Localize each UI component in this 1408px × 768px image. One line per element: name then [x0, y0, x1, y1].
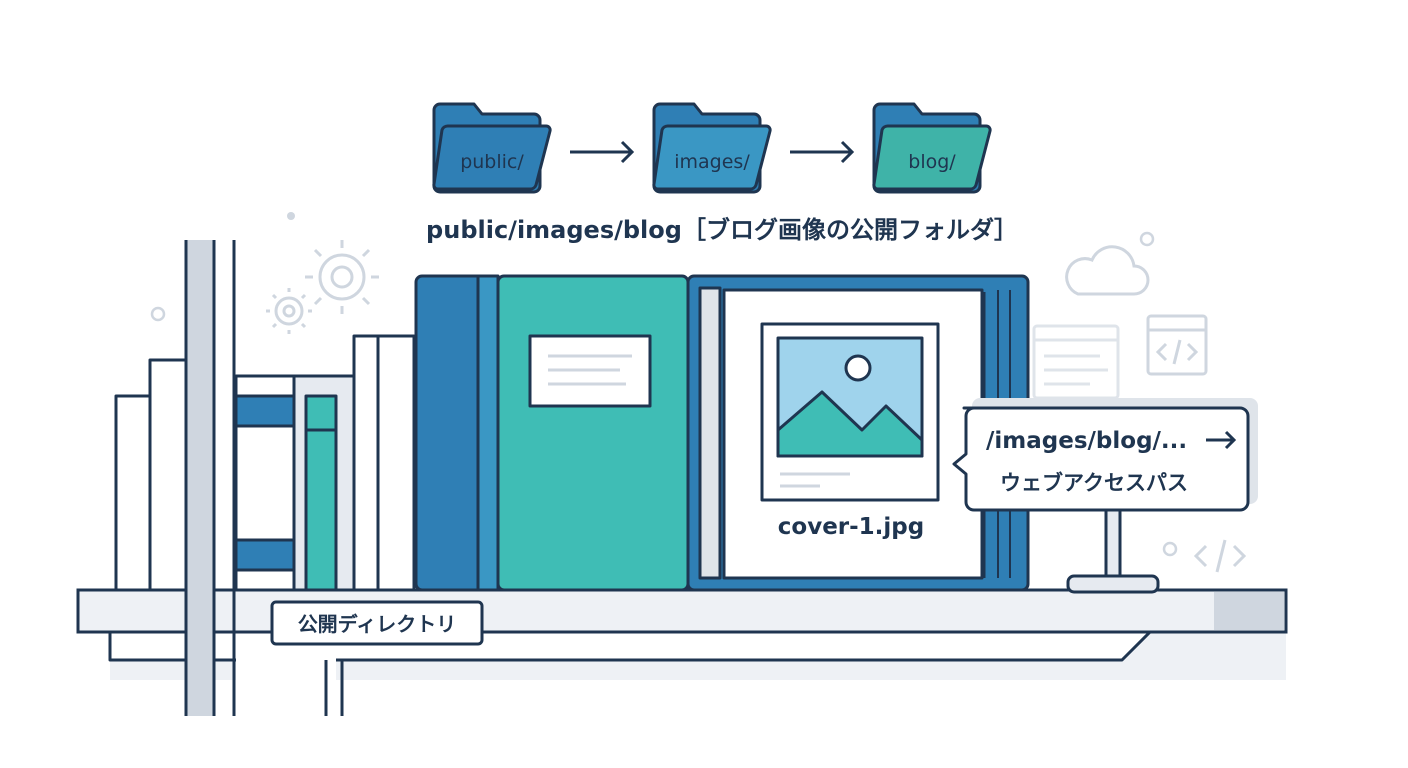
- browser-window-icon: [1032, 324, 1120, 400]
- folder-icon: blog/: [872, 102, 992, 194]
- image-filename: cover-1.jpg: [778, 514, 924, 540]
- decor-dot: [1139, 231, 1155, 247]
- gear-icon: [305, 240, 379, 314]
- path-caption: public/images/blog［ブログ画像の公開フォルダ］: [426, 216, 1018, 244]
- callout-subtitle: ウェブアクセスパス: [1000, 471, 1188, 495]
- shelf-label: 公開ディレクトリ: [270, 600, 484, 646]
- folder-label: blog/: [908, 151, 956, 173]
- code-icon: [1146, 314, 1208, 376]
- folder-icon: public/: [432, 102, 552, 194]
- decor-dot: [287, 212, 295, 220]
- folder-label: images/: [674, 151, 750, 173]
- arrow-right-icon: [570, 140, 635, 164]
- image-icon: [760, 322, 940, 502]
- shelf-label-text: 公開ディレクトリ: [298, 612, 457, 636]
- gear-icon: [266, 288, 312, 334]
- folder-label: public/: [460, 151, 524, 173]
- folder-icon: images/: [652, 102, 772, 194]
- decor-dot: [150, 306, 166, 322]
- shelf-post: [184, 240, 344, 716]
- arrow-right-icon: [1206, 430, 1237, 450]
- code-icon: [1193, 539, 1247, 573]
- web-path-callout: /images/blog/... ウェブアクセスパス: [952, 398, 1258, 594]
- callout-path: /images/blog/...: [986, 428, 1187, 454]
- decor-dot: [1162, 541, 1178, 557]
- cloud-icon: [1065, 245, 1150, 296]
- arrow-right-icon: [790, 140, 855, 164]
